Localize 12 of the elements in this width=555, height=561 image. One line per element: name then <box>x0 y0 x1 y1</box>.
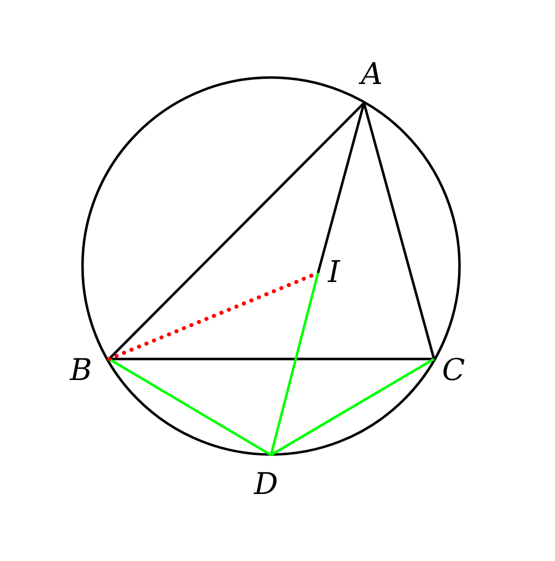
line-segment <box>108 358 272 456</box>
line-segment <box>316 102 366 274</box>
point-label: C <box>442 356 465 386</box>
point-label: B <box>70 356 92 386</box>
point-label: I <box>328 258 340 288</box>
point-label: D <box>254 470 278 500</box>
line-segment <box>270 272 320 456</box>
point-label: A <box>361 60 383 90</box>
line-segment <box>362 102 436 360</box>
line-segment <box>108 102 365 360</box>
line-segment <box>270 358 435 456</box>
line-segment <box>109 358 434 360</box>
